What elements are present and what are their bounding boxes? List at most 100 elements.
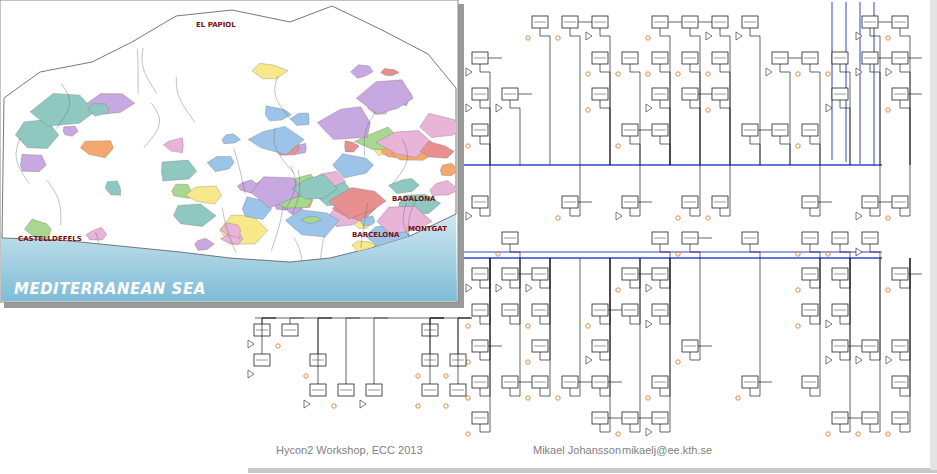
supply-zone — [252, 63, 288, 79]
tank-symbol — [504, 94, 516, 95]
pipe-line — [810, 244, 820, 258]
pipe-line — [510, 244, 520, 258]
tank-symbol — [594, 58, 606, 59]
tank-symbol — [682, 16, 698, 28]
tank-symbol — [562, 196, 578, 208]
pipe-line — [900, 258, 910, 432]
valve-symbol — [526, 36, 530, 40]
supply-zone — [440, 163, 458, 175]
pipe-line — [788, 58, 802, 59]
pump-symbol — [766, 68, 772, 76]
tank-symbol — [894, 382, 906, 383]
tank-symbol — [774, 58, 786, 59]
pipe-line — [900, 258, 910, 396]
supply-zone — [20, 154, 46, 171]
tank-symbol — [894, 202, 906, 203]
tank-symbol — [534, 274, 546, 275]
pump-symbol — [856, 212, 862, 220]
supply-zone — [105, 181, 120, 195]
pipe-line — [488, 58, 502, 59]
pipe-line — [638, 418, 652, 419]
tank-symbol — [622, 196, 638, 208]
valve-symbol — [646, 396, 650, 400]
tank-symbol — [256, 360, 268, 361]
tank-symbol — [832, 232, 848, 244]
pipe-line — [518, 94, 532, 95]
supply-zone — [301, 217, 322, 224]
pipe-line — [570, 258, 580, 396]
valve-symbol — [616, 432, 620, 436]
pipe-line — [510, 258, 520, 396]
valve-symbol — [856, 432, 860, 436]
tank-symbol — [802, 376, 818, 388]
pipe-line — [840, 100, 850, 165]
tank-symbol — [684, 58, 696, 59]
tank-symbol — [832, 268, 848, 280]
tank-symbol — [712, 16, 728, 28]
tank-symbol — [592, 88, 608, 100]
tank-symbol — [654, 130, 666, 131]
valve-symbol — [276, 344, 280, 348]
tank-symbol — [474, 310, 486, 311]
valve-symbol — [444, 404, 448, 408]
valve-symbol — [526, 360, 530, 364]
tank-symbol — [592, 304, 608, 316]
pipe-line — [660, 258, 670, 432]
valve-symbol — [586, 324, 590, 328]
valve-symbol — [706, 216, 710, 220]
valve-symbol — [466, 144, 470, 148]
tank-symbol — [624, 418, 636, 419]
footer-text: mikaelj@ee.kth.se — [622, 445, 712, 456]
tank-symbol — [894, 94, 906, 95]
tank-symbol — [862, 52, 878, 64]
tank-symbol — [682, 52, 698, 64]
tank-symbol — [622, 412, 638, 424]
tank-symbol — [682, 196, 698, 208]
tank-symbol — [862, 340, 878, 352]
pipe-line — [600, 100, 610, 165]
tank-symbol — [742, 16, 758, 28]
municipal-border — [361, 203, 368, 248]
pump-symbol — [646, 428, 652, 436]
tank-symbol — [652, 124, 668, 136]
supply-zone — [163, 138, 183, 153]
supply-zone — [351, 65, 373, 78]
town-label: CASTELLDEFELS — [18, 236, 82, 243]
pipe-line — [290, 318, 304, 324]
valve-symbol — [796, 288, 800, 292]
land-outline — [2, 6, 456, 262]
pump-symbol — [736, 32, 742, 40]
valve-symbol — [466, 396, 470, 400]
supply-zone — [220, 223, 241, 239]
pipe-line — [600, 258, 610, 396]
tank-symbol — [804, 238, 816, 239]
aqueduct-line — [462, 164, 882, 165]
pipe-line — [262, 318, 276, 354]
tank-symbol — [802, 268, 818, 280]
pump-symbol — [826, 104, 832, 112]
tank-symbol — [894, 22, 906, 23]
pipe-line — [690, 64, 700, 165]
valve-symbol — [586, 108, 590, 112]
pipe-line — [660, 136, 670, 165]
municipal-border — [275, 76, 292, 121]
supply-zone — [430, 180, 459, 195]
pipe-line — [908, 58, 922, 59]
pipe-line — [690, 244, 700, 258]
tank-symbol — [474, 274, 486, 275]
valve-symbol — [676, 72, 680, 76]
pipe-line — [690, 100, 700, 165]
tank-symbol — [684, 94, 696, 95]
tank-symbol — [594, 382, 606, 383]
pump-symbol — [856, 356, 862, 364]
supply-zone — [329, 187, 386, 219]
tank-symbol — [594, 22, 606, 23]
supply-zone — [388, 179, 419, 194]
supply-zone — [86, 227, 107, 240]
tank-symbol — [892, 196, 908, 208]
pipe-line — [750, 244, 760, 258]
pump-symbol — [496, 104, 502, 112]
municipal-border — [234, 149, 245, 194]
pipe-line — [638, 202, 652, 203]
valve-symbol — [416, 404, 420, 408]
